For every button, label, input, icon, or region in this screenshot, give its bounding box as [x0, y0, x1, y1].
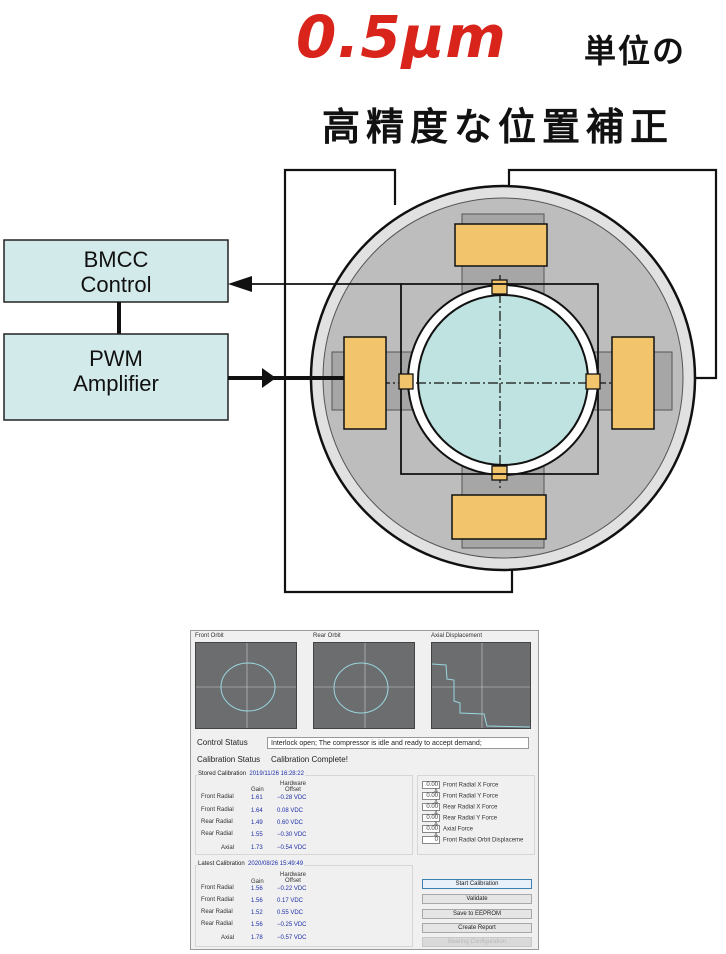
force-label: Rear Radial Y Force	[443, 815, 498, 822]
stored-row-gain: 1.49	[251, 820, 263, 826]
drive-signal-arrow	[262, 368, 276, 388]
latest-row-offset: −0.25 VDC	[277, 922, 307, 928]
stored-row-label: Axial	[221, 845, 235, 851]
force-label: Front Radial Orbit Displaceme	[443, 837, 524, 844]
stored-row-gain: 1.64	[251, 808, 263, 814]
start-calibration-button[interactable]: Start Calibration	[422, 879, 532, 889]
latest-row-offset: 0.55 VDC	[277, 910, 304, 916]
front-orbit-plot	[195, 642, 297, 729]
sensor-wire-loop	[400, 283, 599, 374]
latest-row-offset: 0.17 VDC	[277, 898, 304, 904]
rear-orbit-plot	[313, 642, 415, 729]
stored-gain-header: Gain	[251, 787, 264, 793]
force-row: 0.00 ARear Radial Y Force	[422, 814, 498, 828]
drive-wire-outer	[283, 168, 397, 378]
stored-row-offset: −0.30 VDC	[277, 832, 307, 838]
latest-row-gain: 1.56	[251, 922, 263, 928]
sensor-right	[585, 373, 601, 390]
latest-row-label: Front Radial	[201, 885, 234, 891]
sensor-bottom	[491, 465, 508, 481]
stored-row-label: Front Radial	[201, 794, 234, 800]
latest-row-gain: 1.52	[251, 910, 263, 916]
latest-gain-header: Gain	[251, 879, 264, 885]
stored-row-gain: 1.55	[251, 832, 263, 838]
pwm-amplifier-box	[3, 333, 229, 421]
latest-row-offset: −0.57 VDC	[277, 935, 307, 941]
force-value: 0	[422, 836, 440, 844]
latest-row-gain: 1.78	[251, 935, 263, 941]
bearing-configuration-button[interactable]: Bearing Configuration	[422, 937, 532, 947]
magnet-top	[454, 223, 548, 267]
stored-row-label: Rear Radial	[201, 831, 233, 837]
force-label: Front Radial X Force	[443, 782, 499, 789]
headline: 0.5μm 単位の 高精度な位置補正	[0, 0, 726, 170]
force-row: 0.00 AFront Radial X Force	[422, 781, 499, 795]
rotor	[417, 294, 589, 466]
sensor-top	[491, 279, 508, 295]
force-value: 0.00 A	[422, 781, 440, 795]
latest-row-label: Axial	[221, 935, 235, 941]
latest-row-label: Rear Radial	[201, 909, 233, 915]
sensor-signal-arrow	[228, 276, 252, 292]
force-row: 0.00 ARear Radial X Force	[422, 803, 498, 817]
bmcc-label-line2: Control	[81, 272, 152, 297]
force-value: 0.00 A	[422, 825, 440, 839]
latest-row-offset: −0.22 VDC	[277, 886, 307, 892]
control-status-field: Interlock open; The compressor is idle a…	[267, 737, 529, 749]
stored-row-gain: 1.73	[251, 845, 263, 851]
feedback-wire	[507, 168, 718, 380]
stored-row-offset: 0.08 VDC	[277, 808, 304, 814]
latest-calibration-title: Latest Calibration 2020/08/26 15:49:49	[197, 861, 305, 867]
force-value: 0.00 A	[422, 803, 440, 817]
stored-row-offset: −0.54 VDC	[277, 845, 307, 851]
forces-group	[417, 775, 535, 855]
validate-button[interactable]: Validate	[422, 894, 532, 904]
bmcc-control-box	[3, 239, 229, 303]
stored-row-offset: −0.28 VDC	[277, 795, 307, 801]
calibration-status-label: Calibration Status	[197, 755, 261, 764]
stored-row-gain: 1.61	[251, 795, 263, 801]
force-label: Front Radial Y Force	[443, 793, 499, 800]
stored-calibration-title: Stored Calibration 2019/11/26 16:28:22	[197, 771, 305, 777]
front-orbit-label: Front Orbit	[195, 633, 224, 639]
force-value: 0.00 A	[422, 814, 440, 828]
drive-wire-bottom	[283, 378, 514, 594]
stored-row-label: Front Radial	[201, 807, 234, 813]
calibration-window: Front Orbit Rear Orbit Axial Displacemen…	[190, 630, 539, 950]
control-status-label: Control Status	[197, 738, 248, 747]
stored-row-label: Rear Radial	[201, 819, 233, 825]
latest-row-label: Front Radial	[201, 897, 234, 903]
force-value: 0.00 A	[422, 792, 440, 806]
bmcc-label-line1: BMCC	[84, 247, 149, 272]
force-row: 0.00 AFront Radial Y Force	[422, 792, 499, 806]
axial-displacement-plot	[431, 642, 531, 729]
latest-row-gain: 1.56	[251, 898, 263, 904]
calibration-status-value: Calibration Complete!	[271, 755, 348, 764]
create-report-button[interactable]: Create Report	[422, 923, 532, 933]
bearing-diagram: BMCC Control PWM Amplifier	[3, 168, 718, 594]
pwm-label-line2: Amplifier	[73, 371, 159, 396]
sensor-left	[398, 373, 414, 390]
headline-suffix: 単位の	[584, 32, 687, 70]
magnet-bottom	[451, 494, 547, 540]
force-row: 0.00 AAxial Force	[422, 825, 474, 839]
magnet-right	[611, 336, 655, 430]
force-label: Rear Radial X Force	[443, 804, 498, 811]
magnet-left	[343, 336, 387, 430]
sensor-wire-bottom	[400, 389, 599, 475]
latest-row-label: Rear Radial	[201, 921, 233, 927]
headline-subtitle: 高精度な位置補正	[322, 105, 675, 149]
axial-displacement-label: Axial Displacement	[431, 633, 483, 639]
rear-orbit-label: Rear Orbit	[313, 633, 341, 639]
latest-row-gain: 1.56	[251, 886, 263, 892]
save-eeprom-button[interactable]: Save to EEPROM	[422, 909, 532, 919]
pwm-label-line1: PWM	[89, 346, 143, 371]
force-label: Axial Force	[443, 826, 474, 833]
stored-row-offset: 0.60 VDC	[277, 820, 304, 826]
headline-precision: 0.5μm	[296, 3, 507, 71]
